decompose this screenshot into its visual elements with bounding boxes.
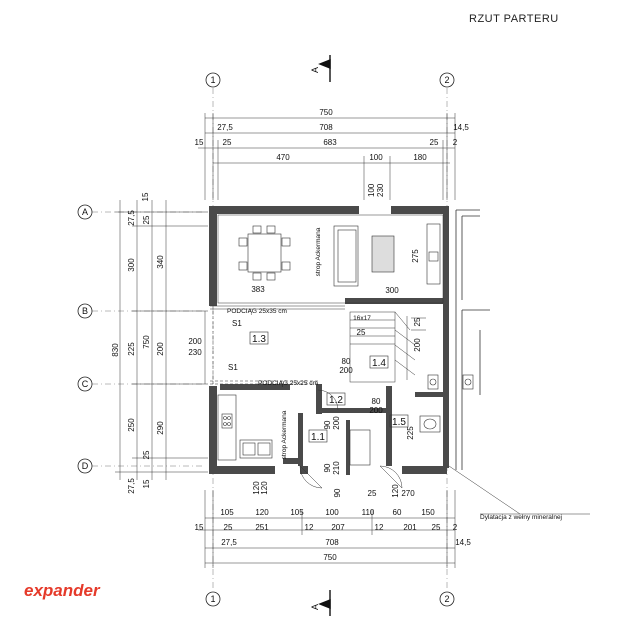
- dim-bot-110: 110: [362, 508, 375, 517]
- podciag-label-1: PODCIĄG 25x35 cm: [227, 308, 287, 315]
- dim-210: 210: [332, 461, 341, 475]
- dim-top-683: 683: [323, 138, 337, 147]
- dim-left-275a: 27,5: [127, 210, 136, 226]
- dim-top-15: 15: [195, 138, 204, 147]
- section-mark-top: A: [310, 67, 320, 73]
- dim-200a: 200: [413, 338, 422, 352]
- dim-bot-105b: 105: [290, 508, 304, 517]
- dim-80b: 80: [372, 397, 381, 406]
- podciag-label-2: PODCIĄG 25x25 cm: [258, 380, 318, 387]
- room-1-2: 1.2: [329, 395, 343, 406]
- dim-bot-overall: 750: [323, 553, 337, 562]
- room-1-5: 1.5: [392, 417, 406, 428]
- dim-bot-60: 60: [393, 508, 402, 517]
- dim-left-200: 200: [156, 342, 165, 356]
- dim-270: 270: [401, 489, 415, 498]
- dim-left-300: 300: [127, 258, 136, 272]
- dim-left-830: 830: [111, 343, 120, 357]
- section-mark-bottom: A: [310, 604, 320, 610]
- s1-label-1: S1: [232, 319, 242, 328]
- axis-A: A: [82, 207, 88, 217]
- dim-200d: 200: [332, 416, 341, 430]
- room-1-3: 1.3: [252, 334, 266, 345]
- dim-top-2: 2: [453, 138, 458, 147]
- expander-logo: expander: [24, 581, 100, 600]
- dim-top-v100: 100: [367, 183, 376, 197]
- dim-120a: 120: [391, 484, 400, 498]
- dim-25b: 25: [413, 317, 422, 326]
- dim-left-25b: 25: [142, 450, 151, 459]
- dim-bot-25b: 25: [432, 523, 441, 532]
- dim-bot-708: 708: [325, 538, 339, 547]
- dim-25a: 25: [357, 328, 366, 337]
- dim-bot-145: 14,5: [455, 538, 471, 547]
- axis-C: C: [82, 379, 89, 389]
- dim-bot-207: 207: [331, 523, 345, 532]
- dim-bot-12b: 12: [375, 523, 384, 532]
- strop-label-2: strop Ackermana: [281, 410, 288, 459]
- dim-25c: 25: [368, 489, 377, 498]
- dim-top-470: 470: [276, 153, 290, 162]
- dim-300: 300: [385, 286, 399, 295]
- room-1-1: 1.1: [311, 432, 325, 443]
- dim-bot-251: 251: [255, 523, 269, 532]
- dim-bot-2: 2: [453, 523, 458, 532]
- dim-top-v230: 230: [376, 183, 385, 197]
- s1-label-2: S1: [228, 363, 238, 372]
- dim-bot-25a: 25: [224, 523, 233, 532]
- dim-225: 225: [406, 426, 415, 440]
- dim-left-750: 750: [142, 335, 151, 349]
- drawing-title: RZUT PARTERU: [469, 13, 559, 25]
- room-1-4: 1.4: [372, 358, 386, 369]
- dim-top-145: 14,5: [453, 123, 469, 132]
- dim-383: 383: [251, 285, 265, 294]
- dim-left-inner-230: 230: [188, 348, 202, 357]
- dim-left-340: 340: [156, 255, 165, 269]
- dim-bot-120: 120: [255, 508, 269, 517]
- dim-top-25b: 25: [430, 138, 439, 147]
- axis-D: D: [82, 461, 89, 471]
- axis-1-bottom: 1: [210, 594, 215, 604]
- dim-120c: 120: [260, 481, 269, 495]
- axis-2-top: 2: [444, 75, 449, 85]
- dim-left-290: 290: [156, 421, 165, 435]
- dim-left-225: 225: [127, 342, 136, 356]
- dim-top-25a: 25: [223, 138, 232, 147]
- dim-bot-100: 100: [325, 508, 339, 517]
- axis-2-bottom: 2: [444, 594, 449, 604]
- stairs-label: 16x17: [353, 315, 371, 322]
- dim-bot-201: 201: [403, 523, 417, 532]
- dim-top-275: 27,5: [217, 123, 233, 132]
- dim-top-100: 100: [369, 153, 383, 162]
- dim-top-180: 180: [413, 153, 427, 162]
- axis-B: B: [82, 306, 88, 316]
- dim-bot-150: 150: [421, 508, 435, 517]
- dim-top-708: 708: [319, 123, 333, 132]
- dim-bot-12a: 12: [305, 523, 314, 532]
- dim-200b: 200: [339, 366, 353, 375]
- dim-left-25a: 25: [142, 215, 151, 224]
- dim-120b: 120: [252, 481, 261, 495]
- dim-left-250: 250: [127, 418, 136, 432]
- dim-left-15a: 15: [141, 192, 150, 201]
- strop-label-1: strop Ackermana: [315, 227, 322, 276]
- dim-90b: 90: [323, 463, 332, 472]
- dim-left-275b: 27,5: [127, 478, 136, 494]
- dylatacja-label: Dylatacja z wełny mineralnej: [480, 514, 562, 521]
- dim-200c: 200: [369, 406, 383, 415]
- dim-bot-275: 27,5: [221, 538, 237, 547]
- axis-1-top: 1: [210, 75, 215, 85]
- dim-left-15b: 15: [142, 479, 151, 488]
- dim-80a: 80: [342, 357, 351, 366]
- dim-bot-105a: 105: [220, 508, 234, 517]
- dim-90a: 90: [323, 420, 332, 429]
- dim-90c: 90: [333, 488, 342, 497]
- dim-275: 275: [411, 249, 420, 263]
- dim-bot-15: 15: [195, 523, 204, 532]
- dim-top-overall: 750: [319, 108, 333, 117]
- dim-left-inner-200: 200: [188, 337, 202, 346]
